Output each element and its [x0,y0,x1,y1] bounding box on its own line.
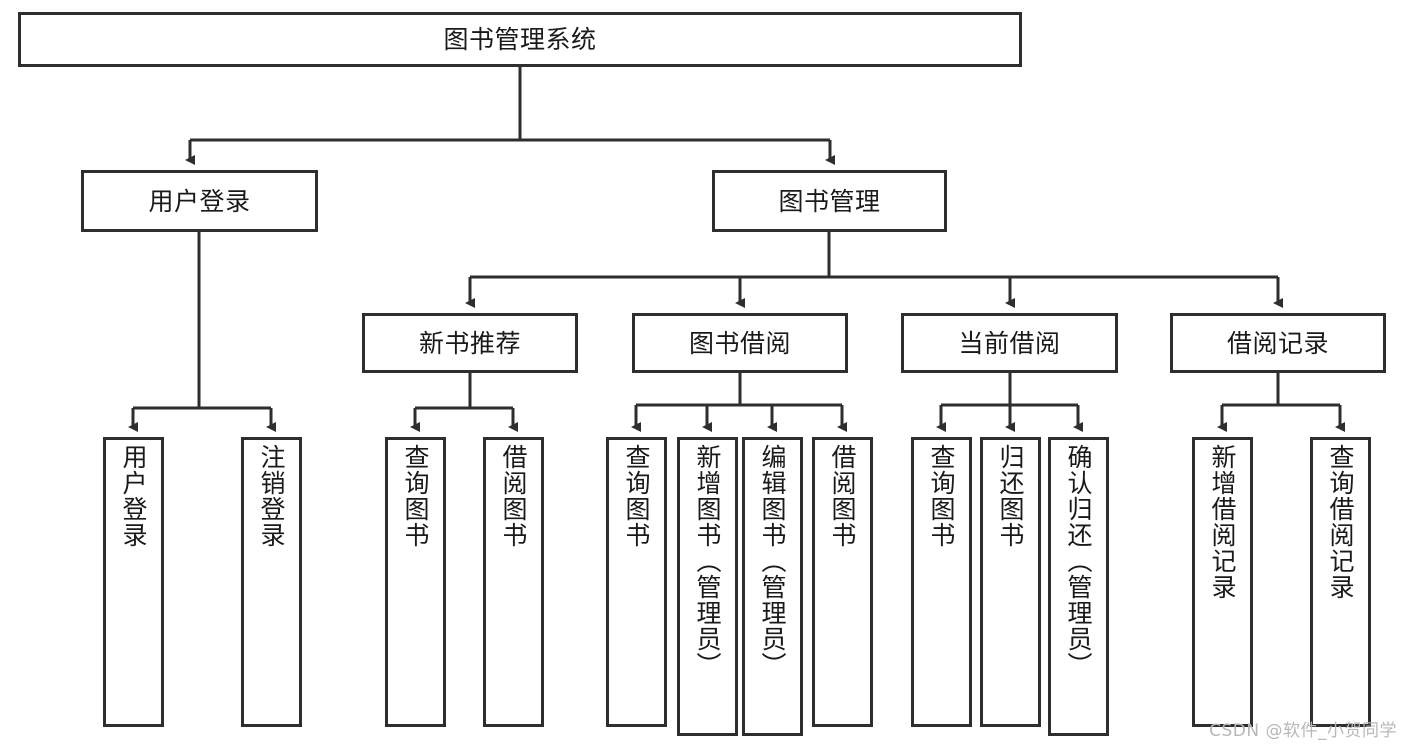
leaf-edit-book-admin[interactable]: 编辑图书（管理员） [742,437,803,736]
node-label: 查询借阅记录 [1326,444,1355,600]
node-label: 当前借阅 [958,328,1061,358]
node-label: 借阅图书 [828,444,857,548]
node-label: 用户登录 [119,444,148,548]
node-label: 编辑图书（管理员） [758,444,787,678]
node-label: 查询图书 [401,444,430,548]
leaf-query-book-current[interactable]: 查询图书 [911,437,972,727]
node-label: 归还图书 [996,444,1025,548]
leaf-query-borrow-record[interactable]: 查询借阅记录 [1310,437,1371,727]
node-label: 用户登录 [148,186,251,216]
leaf-add-book-admin[interactable]: 新增图书（管理员） [677,437,738,736]
node-label: 新增图书（管理员） [693,444,722,678]
leaf-confirm-return-admin[interactable]: 确认归还（管理员） [1048,437,1109,736]
node-label: 新增借阅记录 [1208,444,1237,600]
leaf-query-book-recommend[interactable]: 查询图书 [385,437,446,727]
node-label: 图书借阅 [688,328,791,358]
node-label: 图书管理 [778,186,881,216]
leaf-query-book-borrow[interactable]: 查询图书 [606,437,667,727]
node-label: 图书管理系统 [443,25,597,54]
leaf-add-borrow-record[interactable]: 新增借阅记录 [1192,437,1253,727]
node-book-borrow[interactable]: 图书借阅 [632,313,848,373]
node-label: 查询图书 [927,444,956,548]
node-label: 确认归还（管理员） [1064,444,1093,678]
node-root-system[interactable]: 图书管理系统 [18,12,1022,67]
node-current-borrow[interactable]: 当前借阅 [901,313,1118,373]
node-label: 注销登录 [257,444,286,548]
node-label: 新书推荐 [418,328,521,358]
leaf-borrow-book-recommend[interactable]: 借阅图书 [483,437,544,727]
node-new-book-recommend[interactable]: 新书推荐 [362,313,578,373]
leaf-return-book[interactable]: 归还图书 [980,437,1041,727]
node-label: 借阅记录 [1226,328,1329,358]
node-label: 借阅图书 [499,444,528,548]
node-label: 查询图书 [622,444,651,548]
leaf-user-logout[interactable]: 注销登录 [241,437,302,727]
leaf-user-login[interactable]: 用户登录 [103,437,164,727]
node-user-login[interactable]: 用户登录 [81,170,318,232]
node-borrow-record[interactable]: 借阅记录 [1170,313,1386,373]
node-book-management[interactable]: 图书管理 [712,170,947,232]
leaf-borrow-book[interactable]: 借阅图书 [812,437,873,727]
csdn-watermark: CSDN @软件_小贺同学 [1209,721,1397,741]
